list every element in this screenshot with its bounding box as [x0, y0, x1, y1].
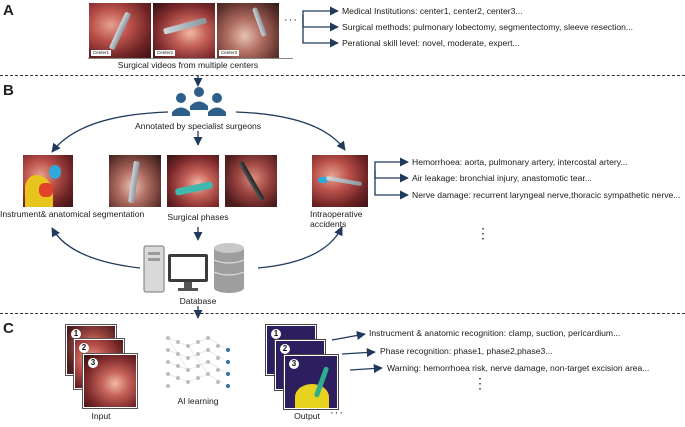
surgical-tool-icon — [128, 160, 140, 204]
video-thumbnail-center2: Center2 — [152, 2, 216, 59]
info-medical-institutions: Medical Institutions: center1, center2, … — [342, 6, 523, 16]
database-icon — [143, 243, 245, 293]
info-warning: Warning: hemorrhoea risk, nerve damage, … — [387, 363, 650, 373]
output-frame-3: 3 — [284, 355, 338, 409]
accident-image — [311, 154, 369, 208]
segmentation-image — [22, 154, 74, 208]
info-air-leakage: Air leakage: bronchial injury, anastomot… — [412, 173, 592, 183]
annotated-caption: Annotated by specialist surgeons — [134, 121, 262, 131]
video-thumbnail-center1: Center1 — [88, 2, 152, 59]
video-thumbnail-center3: Center3 — [216, 2, 280, 59]
surgical-tool-icon — [108, 11, 132, 51]
video-label-center3: Center3 — [219, 50, 240, 56]
videos-caption: Surgical videos from multiple centers — [117, 60, 259, 70]
frame-number-1: 1 — [71, 329, 81, 339]
section-a-label: A — [3, 2, 14, 19]
database-caption: Database — [179, 296, 217, 306]
videos-underline — [88, 58, 293, 59]
section-b-label: B — [3, 82, 14, 99]
more-accidents-ellipsis: ⋮ — [476, 225, 490, 241]
input-frame-3: 3 — [83, 354, 137, 408]
segmentation-caption: Instrument& anatomical segmentation — [0, 209, 145, 219]
info-surgical-methods: Surgical methods: pulmonary lobectomy, s… — [342, 22, 634, 32]
ai-learning-caption: AI learning — [177, 396, 219, 406]
surgical-tool-icon — [162, 17, 208, 35]
phase-image-3 — [224, 154, 278, 208]
segmentation-mask-red — [39, 183, 53, 197]
divider-bc — [0, 313, 685, 314]
segmentation-mask-blue — [49, 165, 61, 179]
output-mask-yellow — [295, 384, 329, 408]
frame-number-3: 3 — [88, 358, 98, 368]
surgical-tool-icon — [252, 7, 267, 37]
info-phase-recognition: Phase recognition: phase1, phase2,phase3… — [380, 346, 553, 356]
section-c-label: C — [3, 320, 14, 337]
more-output-items-ellipsis: ⋮ — [473, 375, 487, 391]
suction-tool-icon — [174, 181, 214, 196]
output-number-2: 2 — [280, 344, 290, 354]
phase-image-1 — [108, 154, 162, 208]
divider-ab — [0, 75, 685, 76]
phases-caption: Surgical phases — [167, 212, 229, 222]
output-number-1: 1 — [271, 329, 281, 339]
frame-number-2: 2 — [79, 343, 89, 353]
neural-network-icon — [166, 336, 230, 388]
more-videos-ellipsis: ··· — [284, 14, 298, 26]
tool-tip-icon — [318, 177, 328, 183]
accidents-caption-line1: Intraoperative — [310, 209, 363, 219]
video-label-center1: Center1 — [91, 50, 112, 56]
output-number-3: 3 — [289, 359, 299, 369]
accidents-caption-line2: accidents — [310, 219, 347, 229]
info-hemorrhoea: Hemorrhoea: aorta, pulmonary artery, int… — [412, 157, 628, 167]
video-label-center2: Center2 — [155, 50, 176, 56]
info-instrument-recognition: Instrucment & anatomic recognition: clam… — [369, 328, 621, 338]
surgeons-group-icon — [172, 87, 226, 116]
phase-image-2 — [166, 154, 220, 208]
surgical-tool-icon — [238, 160, 265, 202]
surgical-tool-icon — [325, 175, 363, 187]
info-nerve-damage: Nerve damage: recurrent laryngeal nerve,… — [412, 190, 681, 200]
more-output-ellipsis: ··· — [330, 407, 344, 419]
output-caption: Output — [294, 411, 320, 421]
input-caption: Input — [91, 411, 111, 421]
info-skill-level: Perational skill level: novel, moderate,… — [342, 38, 520, 48]
